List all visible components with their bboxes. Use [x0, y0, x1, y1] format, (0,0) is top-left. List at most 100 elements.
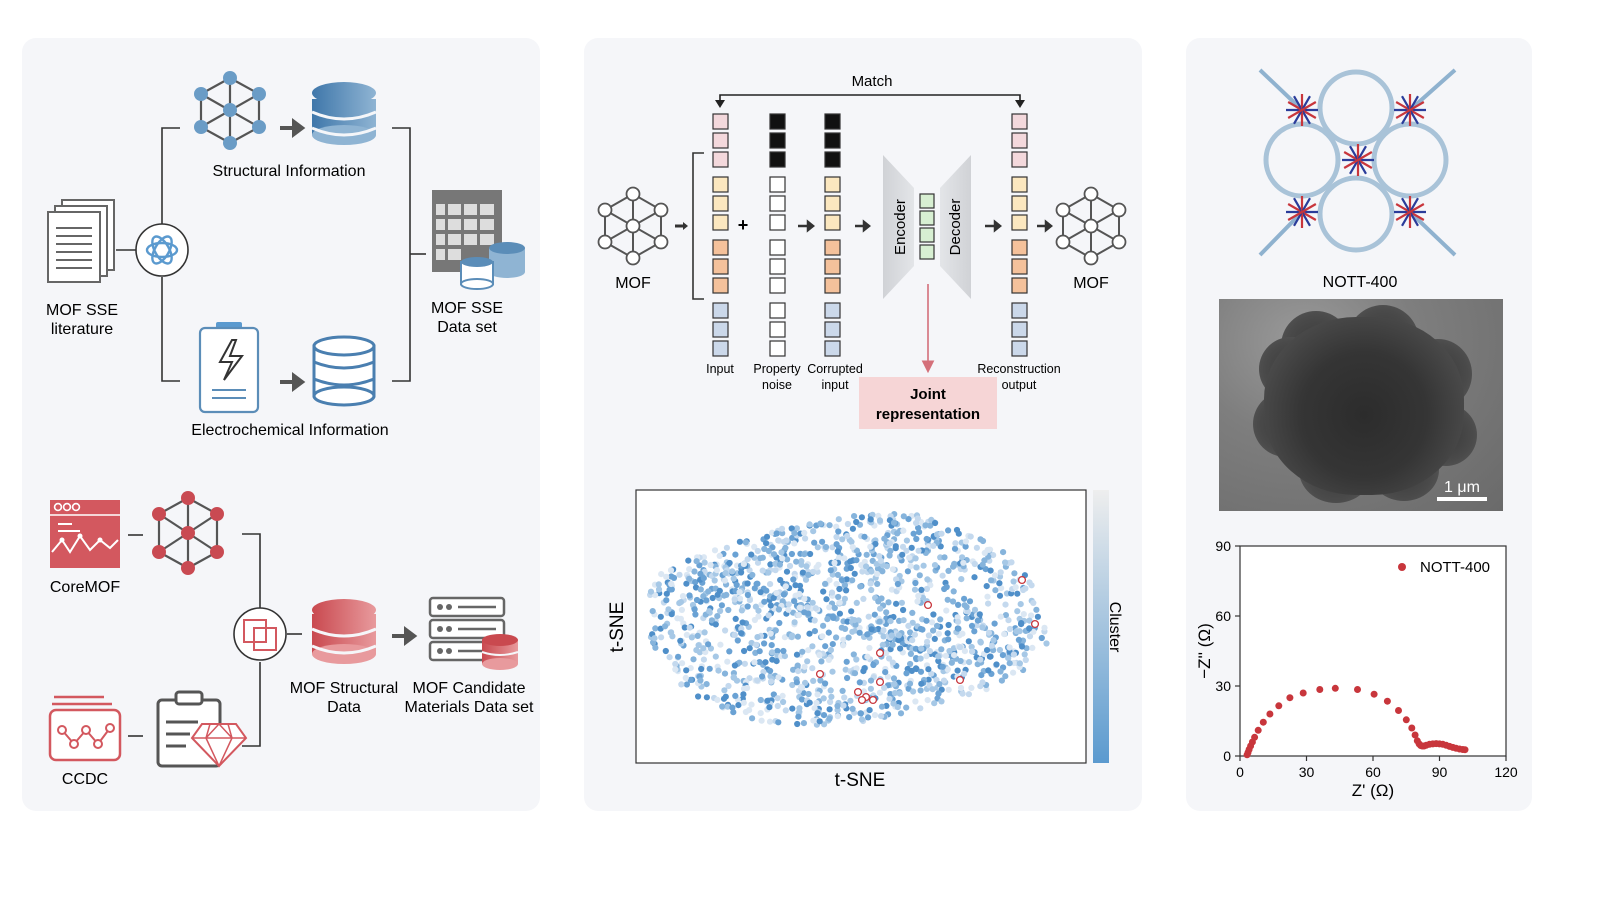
tsne-point [917, 668, 925, 675]
tsne-point [714, 696, 721, 704]
vector-cell [1011, 151, 1028, 168]
tsne-point [890, 519, 898, 526]
tsne-point [769, 529, 776, 536]
tsne-point [753, 641, 760, 648]
tsne-point [732, 692, 739, 700]
tsne-point [903, 704, 910, 711]
tsne-point [1005, 655, 1012, 662]
vector-cell [769, 132, 786, 149]
tsne-point [835, 554, 843, 561]
tsne-point [765, 547, 772, 555]
tsne-point [954, 667, 961, 674]
vector-cell [712, 277, 729, 294]
coremof-label: CoreMOF [50, 579, 120, 596]
tsne-point [716, 552, 723, 560]
tsne-point [738, 630, 745, 637]
tsne-point [906, 554, 913, 561]
vector-cell [824, 195, 841, 212]
tsne-point [764, 697, 771, 704]
tsne-point [738, 625, 745, 632]
lattice-node [1395, 203, 1425, 221]
tsne-point [744, 684, 751, 692]
tsne-point [900, 513, 907, 520]
tsne-point [861, 533, 868, 540]
tsne-point [746, 645, 753, 652]
tsne-point [668, 580, 675, 588]
tsne-point [955, 618, 962, 625]
tsne-point [930, 627, 937, 634]
tsne-point [816, 651, 823, 659]
lattice-link [1258, 68, 1304, 112]
tsne-point [754, 559, 762, 566]
tsne-point [836, 599, 843, 606]
tsne-point [805, 647, 812, 654]
tsne-point [781, 653, 789, 660]
decoder-block [940, 155, 971, 299]
tsne-point [721, 687, 728, 694]
tsne-point [895, 637, 902, 644]
tsne-point [790, 666, 797, 673]
tsne-point [982, 566, 989, 573]
tsne-point [799, 648, 806, 655]
tsne-point [967, 533, 974, 540]
tsne-point [928, 619, 936, 626]
tsne-point [827, 698, 834, 706]
mof-structure-red-icon [152, 491, 224, 575]
tsne-point [715, 667, 722, 674]
tsne-point [851, 670, 859, 677]
tsne-point [851, 617, 858, 624]
arrow-icon-3 [392, 626, 418, 646]
tsne-point [911, 586, 919, 593]
tsne-point [801, 663, 808, 670]
tsne-point [1038, 634, 1045, 642]
tsne-point [725, 682, 732, 690]
tsne-point [729, 704, 736, 711]
encoder-label: Encoder [892, 199, 909, 255]
tsne-point [918, 586, 925, 594]
tsne-point [977, 536, 984, 543]
lattice-node [1343, 151, 1373, 169]
tsne-point [805, 571, 812, 578]
tsne-point [718, 602, 726, 609]
tsne-point [794, 720, 801, 728]
tsne-point [726, 559, 733, 567]
tsne-point [770, 551, 778, 558]
plus-icon: + [738, 215, 749, 235]
tsne-point [754, 677, 761, 684]
tsne-point [981, 549, 988, 557]
tsne-point [924, 697, 931, 704]
tsne-point [794, 633, 802, 640]
tsne-point [864, 653, 871, 660]
nyquist-point [1383, 697, 1391, 705]
tsne-point [688, 634, 696, 641]
tsne-point [833, 541, 840, 548]
tsne-point [806, 630, 813, 637]
tsne-point [722, 627, 729, 634]
tsne-point [755, 607, 762, 614]
tsne-point [676, 571, 683, 578]
tsne-point [865, 714, 872, 721]
tsne-point [1026, 625, 1033, 632]
tsne-point [652, 644, 659, 651]
input-bracket [692, 152, 704, 300]
tsne-point [756, 648, 763, 655]
tsne-point [838, 624, 845, 631]
tsne-point [817, 677, 824, 684]
tsne-point [865, 613, 872, 620]
tsne-point [841, 582, 849, 589]
tsne-point [849, 705, 856, 713]
tsne-point [740, 561, 748, 568]
tsne-point [730, 674, 737, 681]
tsne-point [820, 622, 827, 629]
tsne-point [679, 660, 686, 667]
tsne-point [809, 665, 816, 672]
tsne-point [736, 589, 743, 596]
tsne-point [761, 598, 768, 605]
arrow-icon [280, 118, 306, 138]
tsne-point [853, 656, 860, 663]
tsne-point [868, 626, 875, 633]
tsne-point [798, 558, 805, 565]
vector-cell [1011, 176, 1028, 193]
